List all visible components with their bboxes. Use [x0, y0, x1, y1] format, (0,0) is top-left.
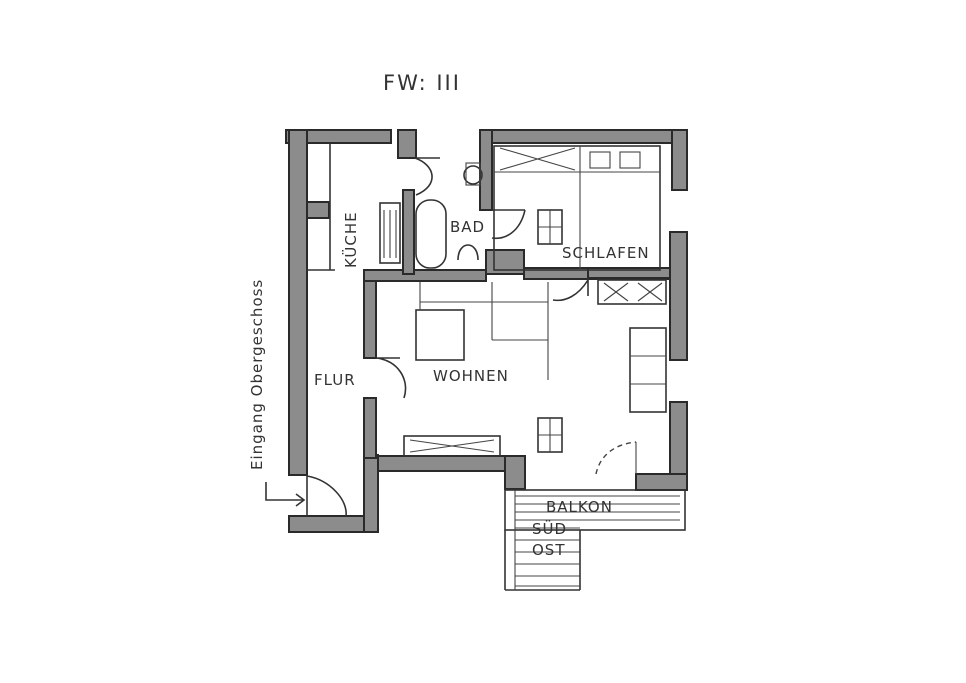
entrance-label: Eingang Obergeschoss [248, 279, 266, 470]
living-label: WOHNEN [433, 367, 509, 385]
fixtures [307, 143, 667, 457]
bedroom-label: SCHLAFEN [562, 244, 650, 262]
orientation-south-label: SÜD [532, 519, 567, 538]
walls [285, 129, 688, 533]
kitchen-label: KÜCHE [341, 211, 360, 268]
balcony [504, 489, 686, 591]
doors [306, 157, 637, 517]
hall-label: FLUR [314, 371, 356, 389]
plan-title: FW: III [383, 71, 461, 95]
bath-label: BAD [450, 218, 485, 236]
balcony-label: BALKON [546, 498, 613, 516]
entrance-arrow-icon [265, 482, 306, 507]
orientation-east-label: OST [532, 541, 566, 559]
